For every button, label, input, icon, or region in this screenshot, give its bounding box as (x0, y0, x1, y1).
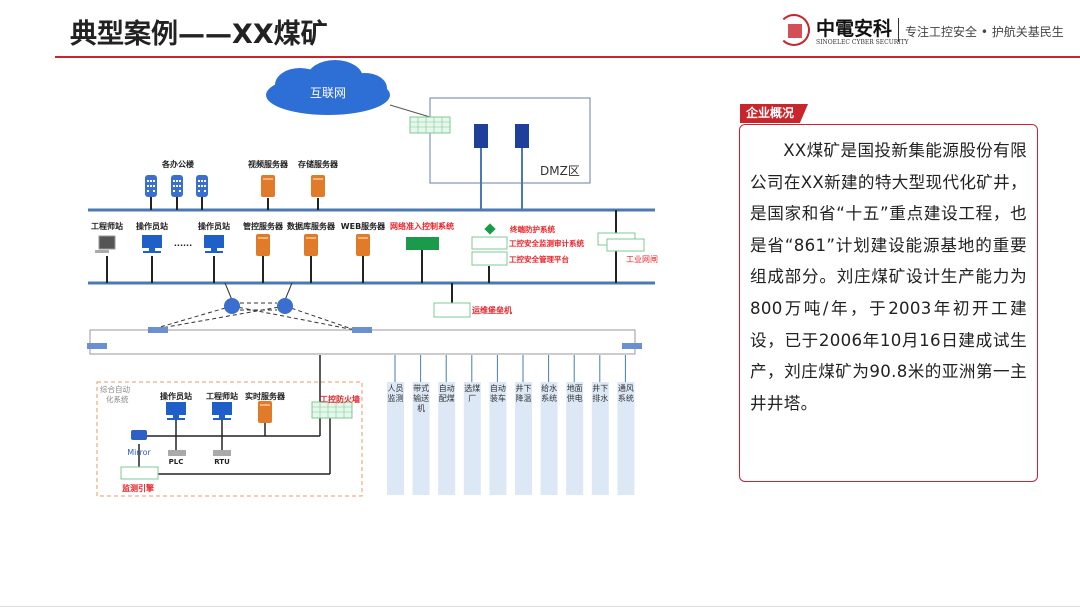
subsystem-label: 自动装车 (489, 384, 506, 403)
mirror-label: Mirror (127, 448, 151, 457)
switch-icon (87, 343, 107, 349)
mirror-switch-icon (131, 430, 147, 440)
engineer-workstation-icon (95, 235, 116, 253)
auto-operator-pc-icon (166, 402, 186, 420)
subsystem-column (566, 382, 584, 495)
ellipsis: ...... (174, 239, 192, 248)
video-server-icon (261, 175, 275, 197)
automation-title: 综合自动 (100, 384, 130, 394)
internet-cloud-icon (266, 60, 390, 115)
brand-name-en: SINOELEC CYBER SECURITY (816, 39, 909, 46)
office-building-icon (145, 175, 157, 197)
slogan: 专注工控安全 • 护航关基民生 (905, 25, 1064, 39)
office-building-icon (196, 175, 208, 197)
overview-panel: XX煤矿是国投新集能源股份有限公司在XX新建的特大型现代化矿井，是国家和省“十五… (739, 124, 1038, 482)
nac-label: 网络准入控制系统 (390, 221, 454, 231)
db-server-icon (304, 234, 318, 256)
dmz-firewall-icon (409, 116, 451, 134)
control-server-label: 管控服务器 (243, 221, 284, 231)
control-server-icon (256, 234, 270, 256)
subsystem-column (489, 382, 507, 495)
section-tag: 企业概况 (740, 104, 809, 123)
mgmt-platform-icon (471, 251, 508, 266)
subsystem-column (387, 382, 404, 495)
bastion-host-icon (433, 302, 471, 318)
audit-label: 工控安全监测审计系统 (509, 238, 584, 248)
auto-operator-label: 操作员站 (160, 391, 192, 401)
subsystem-column (412, 382, 430, 495)
network-diagram: 互联网 DMZ区 各办公楼 视频服务器 存储服务器 工程师站 操作员站 ....… (87, 60, 658, 497)
web-server-label: WEB服务器 (341, 221, 386, 231)
realtime-server-label: 实时服务器 (245, 391, 286, 401)
engineer-station-label: 工程师站 (91, 221, 123, 231)
operator-station-label: 操作员站 (198, 221, 230, 231)
web-server-icon (356, 234, 370, 256)
dmz-server-icon (474, 124, 488, 148)
internet-label: 互联网 (310, 86, 346, 100)
subsystem-label: 人员监测 (387, 384, 404, 403)
router-icon (224, 298, 240, 314)
endpoint-protection-icon (484, 223, 496, 235)
mgmt-label: 工控安全管理平台 (509, 254, 569, 264)
logo-divider (898, 18, 899, 42)
switch-icon (622, 343, 642, 349)
seal-icon (778, 14, 810, 46)
operator-pc-icon (142, 235, 162, 253)
rtu-icon (213, 450, 231, 456)
nac-device-icon (406, 237, 439, 250)
subsystem-column (617, 382, 635, 495)
subsystem-column (515, 382, 532, 495)
subsystem-label: 井下降温 (515, 384, 532, 403)
subsystem-label: 地面供电 (566, 384, 583, 403)
ring-network (89, 329, 636, 355)
auto-engineer-label: 工程师站 (206, 391, 238, 401)
page-title: 典型案例——XX煤矿 (70, 19, 328, 50)
dmz-zone (429, 97, 591, 184)
overview-text: XX煤矿是国投新集能源股份有限公司在XX新建的特大型现代化矿井，是国家和省“十五… (750, 141, 1027, 413)
subsystem-column (463, 382, 481, 495)
offices-label: 各办公楼 (161, 159, 194, 169)
ics-firewall-label: 工控防火墙 (320, 394, 360, 404)
title-divider (55, 56, 1080, 58)
db-server-label: 数据库服务器 (287, 221, 336, 231)
auto-engineer-pc-icon (212, 402, 232, 420)
rtu-label: RTU (214, 458, 230, 466)
switch-icon (352, 327, 372, 333)
storage-server-icon (311, 175, 325, 197)
ids-engine-icon (120, 466, 159, 480)
endpoint-label: 终端防护系统 (509, 224, 555, 234)
subsystem-column (540, 382, 558, 495)
ids-label: 监测引擎 (122, 483, 155, 493)
router-icon (277, 298, 293, 314)
gap-label: 工业网闸 (626, 254, 658, 264)
subsystem-label: 通风系统 (617, 384, 634, 403)
automation-title-2: 化系统 (106, 394, 129, 404)
plc-label: PLC (169, 458, 184, 466)
footer-divider (0, 606, 1080, 607)
subsystem-label: 选煤厂 (464, 384, 481, 403)
brand-name: 中電安科 (816, 18, 893, 40)
automation-zone (96, 381, 363, 497)
audit-device-icon (471, 236, 508, 250)
subsystem-label: 自动配煤 (438, 384, 455, 403)
operator-pc-icon (204, 235, 224, 253)
subsystem-label: 给水系统 (541, 384, 558, 403)
operator-station-label: 操作员站 (136, 221, 168, 231)
bastion-label: 运维堡垒机 (472, 305, 512, 315)
storage-server-label: 存储服务器 (297, 159, 339, 169)
company-logo: 中電安科 SINOELEC CYBER SECURITY 专注工控安全 • 护航… (778, 12, 1078, 52)
plc-icon (168, 450, 186, 456)
dmz-server-icon (515, 124, 529, 148)
realtime-server-icon (258, 401, 272, 423)
office-building-icon (171, 175, 183, 197)
subsystem-column (438, 382, 456, 495)
ics-firewall-icon (311, 401, 353, 419)
subsystem-label: 带式输送机 (413, 384, 430, 413)
switch-icon (148, 327, 168, 333)
subsystem-label: 井下排水 (592, 384, 609, 403)
video-server-label: 视频服务器 (248, 159, 289, 169)
dmz-label: DMZ区 (540, 164, 580, 178)
subsystem-column (591, 382, 609, 495)
